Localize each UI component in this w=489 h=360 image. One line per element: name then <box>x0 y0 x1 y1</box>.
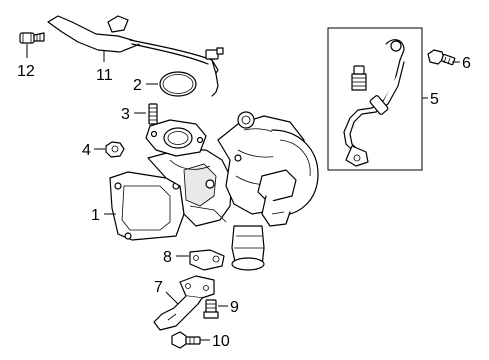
turbocharger-1-part <box>109 111 319 271</box>
leader-7 <box>165 291 179 305</box>
callout-2: 2 <box>133 77 142 94</box>
oil-line-5-part <box>343 39 405 167</box>
callout-6: 6 <box>462 55 471 72</box>
callout-10: 10 <box>212 333 230 350</box>
callout-1: 1 <box>91 207 100 224</box>
inset-box-5 <box>327 27 423 171</box>
callout-5: 5 <box>430 91 439 108</box>
bolt-6-part <box>427 49 456 66</box>
nut-4-part <box>105 141 125 158</box>
bolt-12-part <box>19 32 45 44</box>
callout-3: 3 <box>121 106 130 123</box>
oil-return-7-part <box>153 275 215 331</box>
callout-9: 9 <box>230 299 239 316</box>
bolt-10-part <box>171 331 201 349</box>
bolt-9-part <box>203 299 219 319</box>
oil-line-11-part <box>47 15 224 97</box>
callout-7: 7 <box>154 279 163 296</box>
callout-12: 12 <box>17 63 35 80</box>
callout-8: 8 <box>163 249 172 266</box>
callout-4: 4 <box>82 142 91 159</box>
callout-11: 11 <box>96 67 113 84</box>
gasket-8-part <box>189 249 225 271</box>
gasket-ring-2-part <box>159 71 197 97</box>
stud-3-part <box>148 103 158 125</box>
